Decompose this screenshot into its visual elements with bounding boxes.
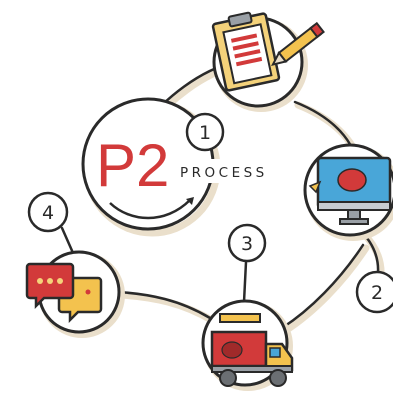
- step-4-number: 4: [42, 202, 54, 224]
- monitor-logo-icon: [308, 156, 392, 225]
- clipboard-pencil-icon: [211, 11, 325, 92]
- step-2-badge: 2: [355, 270, 393, 314]
- logo-mark: P2: [96, 132, 169, 199]
- step-3-node: [201, 299, 294, 391]
- delivery-truck-icon: [210, 313, 294, 387]
- step-1-number: 1: [199, 122, 211, 144]
- step-2-number: 2: [371, 282, 383, 304]
- chat-bubbles-icon: [25, 262, 103, 324]
- step-2-node: [303, 143, 393, 241]
- step-1-node: [211, 11, 325, 112]
- step-3-badge: 3: [227, 223, 267, 263]
- logo-text-backdrop: [176, 159, 294, 183]
- step-3-number: 3: [241, 233, 253, 255]
- step-1-badge: 1: [185, 112, 225, 152]
- step-4-node: [25, 250, 125, 338]
- logo-word: PROCESS: [180, 165, 268, 181]
- logo-circle: [81, 97, 221, 237]
- step-4-badge: 4: [27, 191, 69, 233]
- process-path: [116, 60, 385, 335]
